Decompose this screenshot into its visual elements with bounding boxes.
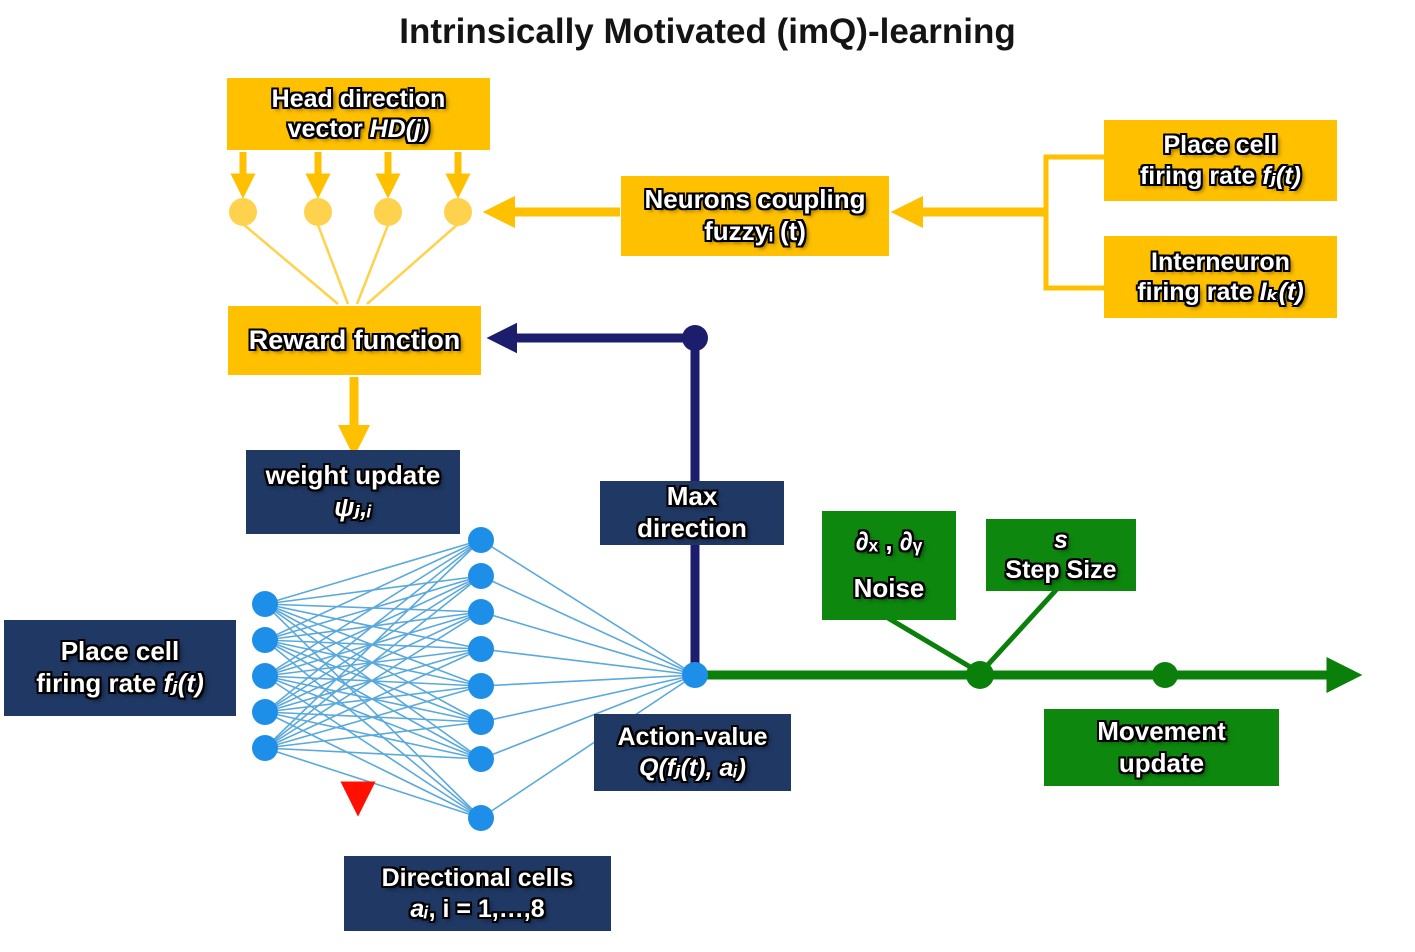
directional-cells-box: Directional cells aᵢ, i = 1,…,8 (344, 856, 611, 931)
head-direction-line1: Head direction (271, 84, 446, 113)
place-cell-node (252, 663, 278, 689)
network-line (264, 721, 482, 749)
network-line (480, 674, 696, 760)
network-line (480, 674, 696, 819)
directional-cell-node (468, 636, 494, 662)
step-size-line1: s (1054, 525, 1068, 554)
network-line (264, 685, 482, 749)
neurons-coupling-line1: Neurons coupling (644, 184, 866, 215)
action-value-line2: Q(fⱼ(t), aᵢ) (639, 753, 746, 782)
movement-waypoint-dot (1152, 662, 1178, 688)
head-direction-cell (374, 198, 402, 226)
network-line (264, 539, 482, 641)
weight-update-line2: ψⱼ,ᵢ (334, 492, 372, 522)
place-cell-node (252, 591, 278, 617)
network-line (264, 539, 482, 677)
inputs-bracket (1043, 154, 1104, 291)
head-direction-cell (229, 198, 257, 226)
place-cell-node (252, 627, 278, 653)
movement-update-line2: update (1118, 747, 1205, 778)
reward-function-box: Reward function (228, 306, 481, 375)
cells-to-reward-lines (242, 223, 459, 305)
network-line (480, 611, 696, 676)
step-size-box: s Step Size (986, 519, 1136, 591)
interneuron-line2: firing rate Iₖ(t) (1137, 278, 1304, 306)
max-direction-box: Max direction (600, 481, 784, 545)
neurons-coupling-line2: fuzzyᵢ (t) (704, 216, 806, 246)
step-size-line2: Step Size (1005, 556, 1117, 584)
network-line (264, 639, 482, 819)
place-cell-left-box: Place cell firing rate fⱼ(t) (4, 620, 236, 716)
directional-cell-node (468, 599, 494, 625)
head-direction-output-arrows (230, 152, 471, 199)
directional-cell-node (468, 673, 494, 699)
place-cell-node (252, 735, 278, 761)
movement-update-line1: Movement (1097, 715, 1226, 746)
network-line (264, 611, 482, 749)
reward-function-label: Reward function (248, 325, 461, 356)
network-line (480, 674, 696, 723)
network-line (264, 648, 482, 749)
weight-update-line1: weight update (265, 460, 441, 491)
network-line (264, 539, 482, 749)
head-direction-line2: vector HD(j) (287, 115, 430, 143)
action-value-node (682, 662, 708, 688)
diagram-title: Intrinsically Motivated (imQ)-learning (399, 12, 1016, 51)
noise-line1: ∂ₓ , ∂ᵧ (855, 526, 923, 557)
place-cell-input-line1: Place cell (1163, 131, 1278, 159)
place-cell-left-line1: Place cell (60, 636, 180, 667)
step-size-connector (982, 587, 1059, 671)
neurons-coupling-box: Neurons coupling fuzzyᵢ (t) (621, 176, 889, 256)
network-line (480, 674, 696, 687)
weight-update-box: weight update ψⱼ,ᵢ (246, 450, 460, 534)
network-line (264, 603, 482, 819)
directional-cell-node (468, 563, 494, 589)
noise-box: ∂ₓ , ∂ᵧ Noise (822, 511, 956, 620)
interneuron-line1: Interneuron (1151, 247, 1290, 276)
network-line (264, 539, 482, 713)
movement-update-box: Movement update (1044, 709, 1279, 786)
network-line (264, 747, 482, 760)
network-line (264, 747, 482, 819)
head-direction-cell (304, 198, 332, 226)
network-line (480, 539, 696, 676)
head-direction-box: Head direction vector HD(j) (227, 78, 490, 150)
directional-cells-line1: Directional cells (381, 864, 574, 892)
movement-path (700, 587, 1363, 693)
network-connections (264, 539, 696, 819)
feedback-junction-dot (682, 325, 708, 351)
network-line (264, 575, 482, 749)
place-cell-input-box: Place cell firing rate fⱼ(t) (1104, 120, 1337, 201)
directional-cell-node (468, 527, 494, 553)
interneuron-box: Interneuron firing rate Iₖ(t) (1104, 236, 1337, 318)
network-line (480, 575, 696, 676)
directional-cell-node (468, 746, 494, 772)
place-cell-left-line2: firing rate fⱼ(t) (36, 668, 204, 698)
max-direction-line2: direction (637, 513, 747, 543)
directional-cell-node (468, 709, 494, 735)
noise-connector (886, 615, 979, 674)
movement-junction-dot (966, 661, 994, 689)
place-cell-input-line2: firing rate fⱼ(t) (1139, 161, 1302, 190)
head-direction-cell (444, 198, 472, 226)
network-line (264, 675, 482, 819)
directional-cells-line2: aᵢ, i = 1,…,8 (410, 894, 545, 923)
network-line (264, 539, 482, 605)
action-value-line1: Action-value (617, 723, 768, 751)
directional-cell-node (468, 805, 494, 831)
neuron-nodes (229, 198, 708, 831)
place-cell-node (252, 699, 278, 725)
network-line (264, 711, 482, 819)
action-value-box: Action-value Q(fⱼ(t), aᵢ) (594, 714, 791, 791)
network-line (480, 648, 696, 676)
noise-line2: Noise (853, 573, 925, 604)
max-direction-line1: Max (666, 481, 718, 512)
